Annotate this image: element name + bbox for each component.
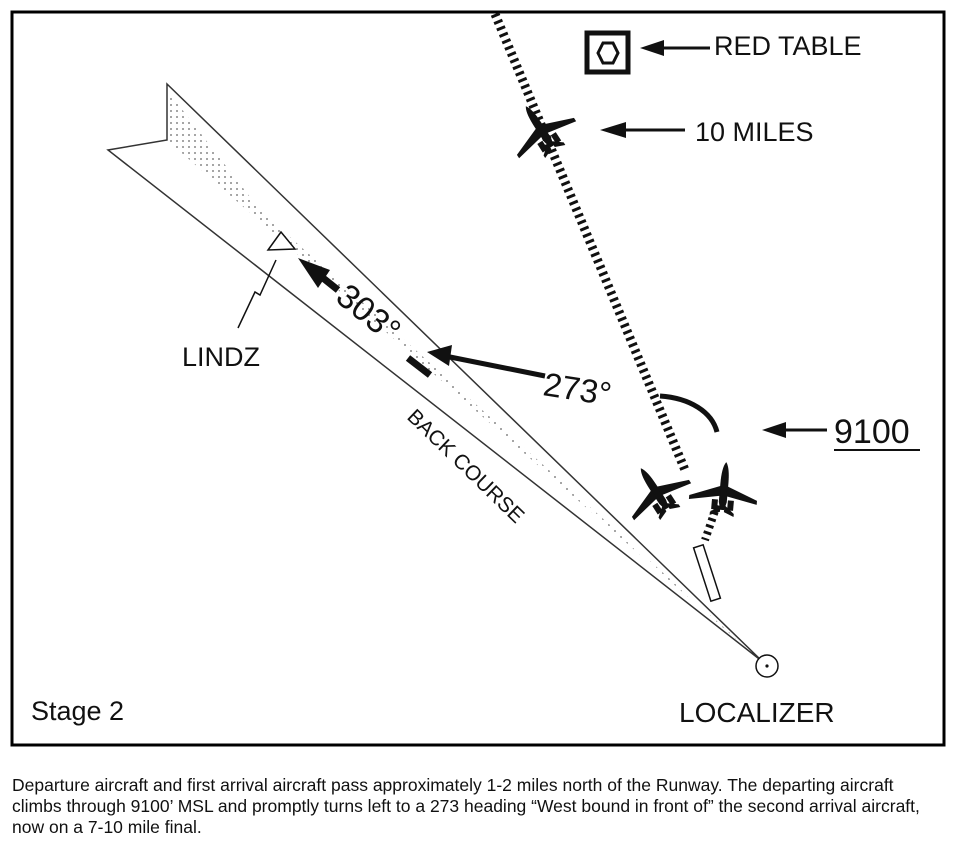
departure-turn-path	[427, 345, 720, 433]
stage-label: Stage 2	[31, 696, 124, 726]
ten-miles-pointer-arrow	[600, 122, 685, 138]
localizer-label: LOCALIZER	[679, 697, 835, 728]
back-course-wedge	[106, 82, 764, 663]
arrival-track	[490, 12, 690, 472]
lindz-fix-icon	[237, 230, 297, 329]
approach-diagram: RED TABLE 10 MILES 9100 LINDZ 273° 303° …	[10, 10, 946, 747]
figure-caption: Departure aircraft and first arrival air…	[12, 775, 920, 837]
runway-extension-track	[701, 503, 721, 542]
lindz-label: LINDZ	[182, 342, 260, 372]
red-table-label: RED TABLE	[714, 31, 862, 61]
red-table-icon	[584, 30, 631, 75]
altitude-pointer-arrow	[762, 422, 827, 438]
altitude-label: 9100	[834, 413, 910, 451]
runway	[692, 543, 722, 603]
heading-303-arrow	[298, 258, 433, 378]
red-table-pointer-arrow	[640, 40, 710, 56]
ten-miles-label: 10 MILES	[695, 117, 814, 147]
localizer-icon	[755, 654, 779, 678]
